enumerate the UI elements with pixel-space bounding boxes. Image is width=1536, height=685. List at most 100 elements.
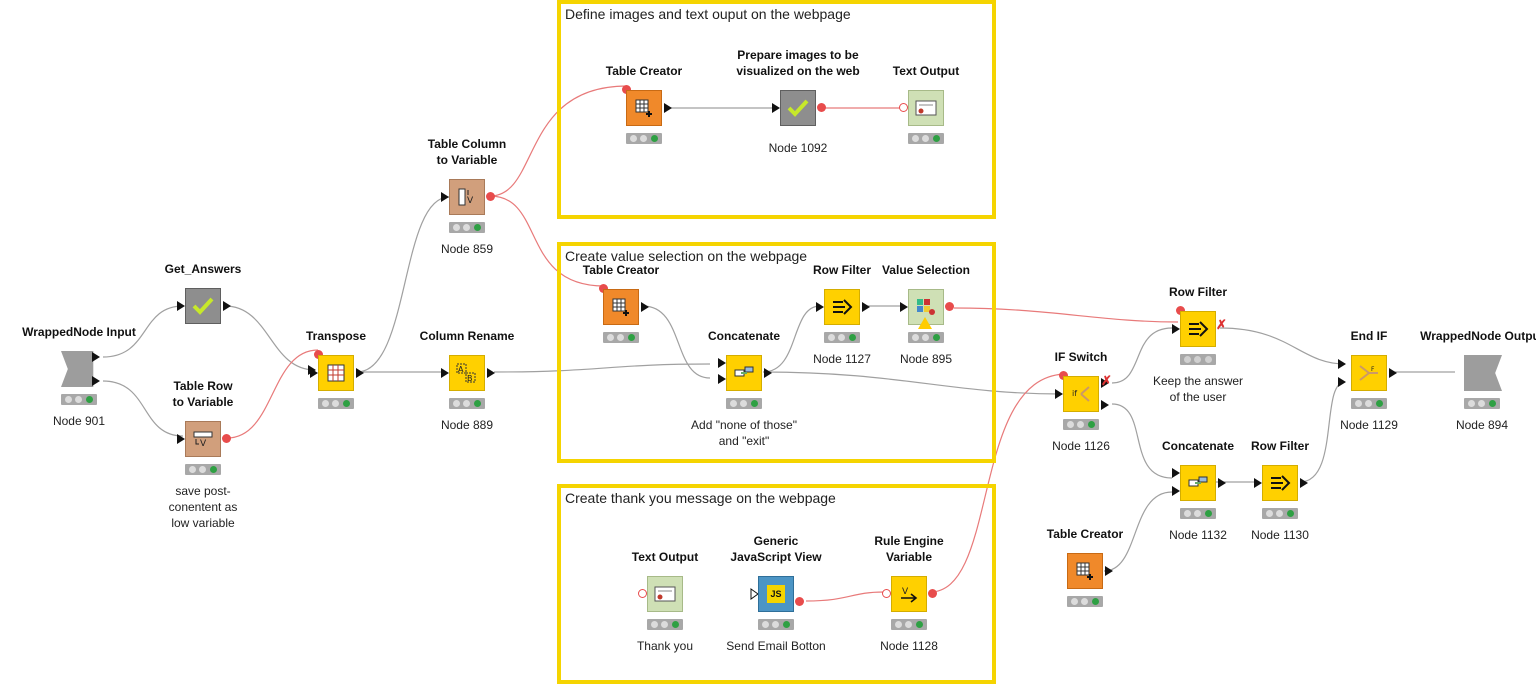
- metanode-check-icon[interactable]: [185, 288, 221, 324]
- outport-arrow-icon[interactable]: [356, 368, 364, 378]
- node-text-output-1[interactable]: Text Output: [866, 64, 986, 144]
- variable-inport[interactable]: [599, 284, 608, 293]
- if-badge: if: [1072, 389, 1077, 398]
- wrapped-output-icon[interactable]: [1464, 355, 1502, 391]
- concatenate-icon[interactable]: [726, 355, 762, 391]
- variable-inport[interactable]: [1176, 306, 1185, 315]
- variable-outport[interactable]: [945, 302, 954, 311]
- inport-arrow-icon[interactable]: [750, 588, 759, 600]
- outport-arrow-icon[interactable]: [764, 368, 772, 378]
- outport-arrow-icon[interactable]: [1218, 478, 1226, 488]
- inport-arrow-icon[interactable]: [772, 103, 780, 113]
- outport-arrow-icon[interactable]: [92, 376, 100, 386]
- row-filter-icon[interactable]: [1262, 465, 1298, 501]
- rule-engine-icon[interactable]: V: [891, 576, 927, 612]
- concatenate-icon[interactable]: [1180, 465, 1216, 501]
- inport-arrow-icon[interactable]: [177, 434, 185, 444]
- node-prepare-images[interactable]: Prepare images to be visualized on the w…: [736, 48, 859, 155]
- javascript-view-icon[interactable]: JS: [758, 576, 794, 612]
- outport-arrow-icon[interactable]: [92, 352, 100, 362]
- node-concatenate-1[interactable]: Concatenate Add "none of those" and "exi…: [684, 329, 804, 448]
- end-if-icon[interactable]: F: [1351, 355, 1387, 391]
- column-to-variable-icon[interactable]: V: [449, 179, 485, 215]
- outport-arrow-icon[interactable]: [1389, 368, 1397, 378]
- node-if-switch[interactable]: IF Switch if ✗ Node 1126: [1021, 350, 1141, 453]
- inport-arrow-icon[interactable]: [310, 368, 318, 378]
- metanode-check-icon[interactable]: [780, 90, 816, 126]
- node-table-creator-1[interactable]: Table Creator: [584, 64, 704, 144]
- outport-arrow-icon[interactable]: [1101, 400, 1109, 410]
- text-output-icon[interactable]: [908, 90, 944, 126]
- outport-arrow-icon[interactable]: [1105, 566, 1113, 576]
- variable-outport[interactable]: [817, 103, 826, 112]
- outport-arrow-icon[interactable]: [641, 302, 649, 312]
- variable-inport[interactable]: [882, 589, 891, 598]
- node-table-column-to-variable[interactable]: Table Column to Variable V Node 859: [407, 137, 527, 256]
- text-output-icon[interactable]: [647, 576, 683, 612]
- variable-inport[interactable]: [899, 103, 908, 112]
- node-get-answers[interactable]: Get_Answers: [143, 262, 263, 324]
- node-generic-javascript-view[interactable]: Generic JavaScript View JS Send Email Bo…: [716, 534, 836, 653]
- inport-arrow-icon[interactable]: [1172, 324, 1180, 334]
- inport-arrow-icon[interactable]: [1172, 468, 1180, 478]
- outport-arrow-icon[interactable]: [1300, 478, 1308, 488]
- inport-arrow-icon[interactable]: [816, 302, 824, 312]
- node-row-filter-1130[interactable]: Row Filter Node 1130: [1220, 439, 1340, 542]
- node-title: Concatenate: [1161, 439, 1235, 453]
- table-creator-icon[interactable]: [1067, 553, 1103, 589]
- row-filter-icon[interactable]: [1180, 311, 1216, 347]
- variable-outport[interactable]: [222, 434, 231, 443]
- node-concatenate-2[interactable]: Concatenate Node 1132: [1138, 439, 1258, 542]
- inactive-port-icon: ✗: [1216, 317, 1227, 332]
- inport-arrow-icon[interactable]: [718, 374, 726, 384]
- node-label: Node 894: [1455, 418, 1509, 432]
- node-value-selection[interactable]: Value Selection Node 895: [866, 263, 986, 366]
- outport-arrow-icon[interactable]: [862, 302, 870, 312]
- wire-transpose-to-tc2v: [356, 196, 450, 373]
- table-creator-icon[interactable]: [626, 90, 662, 126]
- variable-outport[interactable]: [928, 589, 937, 598]
- outport-arrow-icon[interactable]: [664, 103, 672, 113]
- node-title: Get_Answers: [164, 262, 242, 276]
- inport-arrow-icon[interactable]: [177, 301, 185, 311]
- inport-arrow-icon[interactable]: [1254, 478, 1262, 488]
- variable-inport[interactable]: [638, 589, 647, 598]
- row-to-variable-icon[interactable]: V: [185, 421, 221, 457]
- status-lights: [908, 133, 944, 144]
- variable-outport[interactable]: [486, 192, 495, 201]
- status-lights: [449, 222, 485, 233]
- inport-arrow-icon[interactable]: [718, 358, 726, 368]
- node-rule-engine-variable[interactable]: Rule Engine Variable V Node 1128: [849, 534, 969, 653]
- node-table-creator-3[interactable]: Table Creator: [1025, 527, 1145, 607]
- node-label: Node 1092: [768, 141, 828, 155]
- table-creator-icon[interactable]: [603, 289, 639, 325]
- inport-arrow-icon[interactable]: [1055, 389, 1063, 399]
- inport-arrow-icon[interactable]: [441, 192, 449, 202]
- variable-outport[interactable]: [795, 597, 804, 606]
- node-wrapped-input[interactable]: WrappedNode Input Node 901: [19, 325, 139, 428]
- node-table-creator-2[interactable]: Table Creator: [561, 263, 681, 343]
- if-switch-icon[interactable]: if: [1063, 376, 1099, 412]
- node-table-row-to-variable[interactable]: Table Row to Variable V save post- conen…: [143, 379, 263, 530]
- node-row-filter-1127[interactable]: Row Filter Node 1127: [782, 263, 902, 366]
- row-filter-icon[interactable]: [824, 289, 860, 325]
- inport-arrow-icon[interactable]: [1172, 486, 1180, 496]
- node-label: Thank you: [636, 639, 694, 653]
- inport-arrow-icon[interactable]: [441, 368, 449, 378]
- transpose-icon[interactable]: [318, 355, 354, 391]
- outport-arrow-icon[interactable]: [487, 368, 495, 378]
- variable-inport[interactable]: [314, 350, 323, 359]
- node-row-filter-top[interactable]: Row Filter ✗ Keep the answer of the user: [1138, 285, 1258, 404]
- variable-inport[interactable]: [622, 85, 631, 94]
- node-end-if[interactable]: End IF F Node 1129: [1309, 329, 1429, 432]
- inport-arrow-icon[interactable]: [900, 302, 908, 312]
- node-text-output-2[interactable]: Text Output Thank you: [605, 550, 725, 653]
- node-title: Generic JavaScript View: [730, 534, 822, 564]
- variable-inport[interactable]: [1059, 371, 1068, 380]
- node-transpose[interactable]: Transpose: [276, 329, 396, 409]
- outport-arrow-icon[interactable]: [1101, 378, 1109, 388]
- outport-arrow-icon[interactable]: [223, 301, 231, 311]
- node-wrapped-output[interactable]: WrappedNode Output Node 894: [1420, 329, 1536, 432]
